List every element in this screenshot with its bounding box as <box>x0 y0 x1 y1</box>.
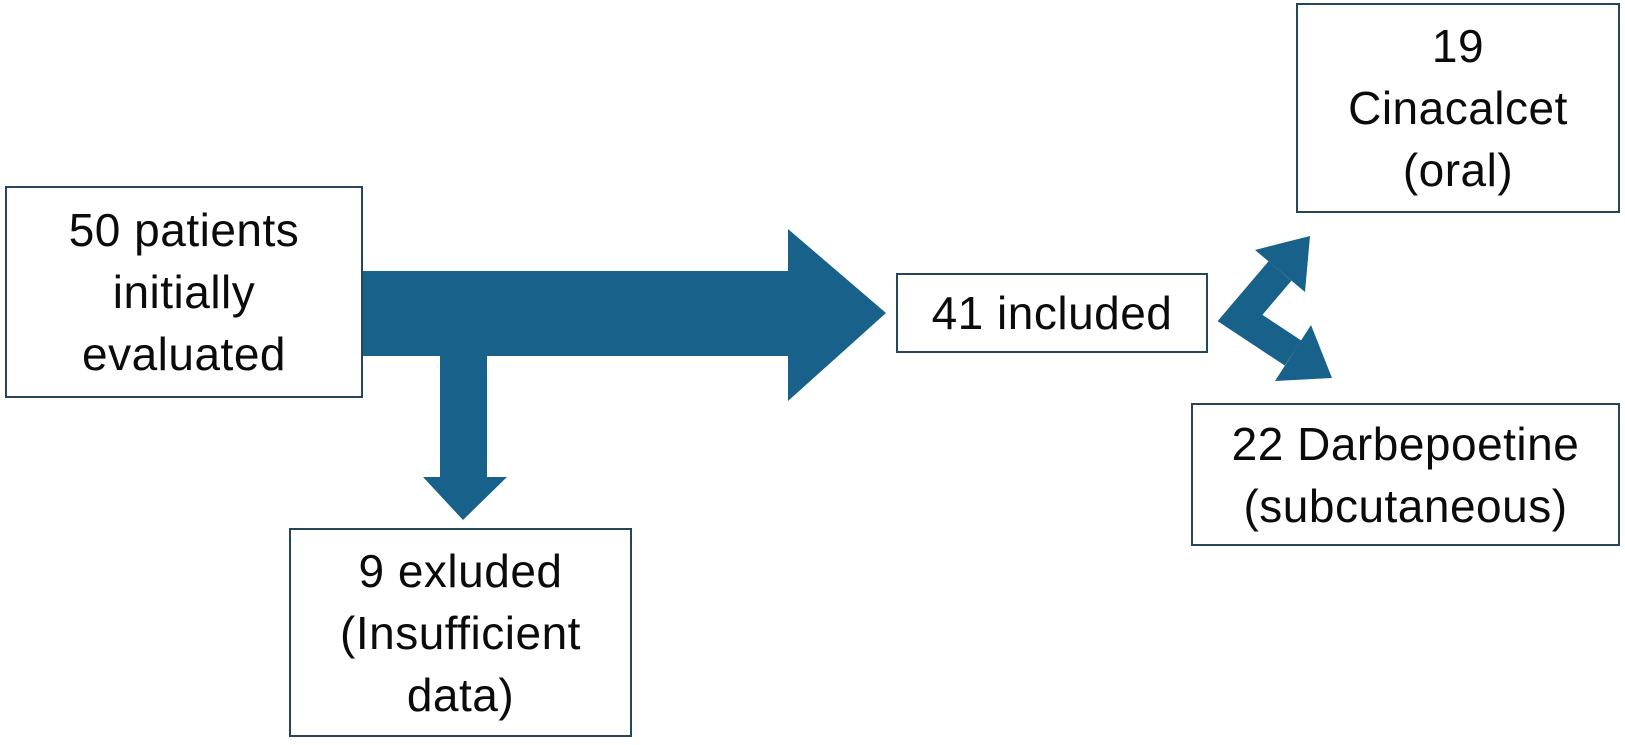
box-darbepoetine-subcutaneous: 22 Darbepoetine (subcutaneous) <box>1191 403 1620 546</box>
box-initial-patients: 50 patients initially evaluated <box>5 186 363 398</box>
right-arrow-icon <box>361 229 886 401</box>
box-darbepoetine-subcutaneous-text: 22 Darbepoetine (subcutaneous) <box>1231 417 1580 532</box>
box-cinacalcet-oral-text: 19 Cinacalcet (oral) <box>1348 20 1568 196</box>
box-cinacalcet-oral: 19 Cinacalcet (oral) <box>1296 3 1620 213</box>
split-arrow-upper-head <box>1255 236 1310 292</box>
box-included: 41 included <box>896 273 1208 353</box>
split-double-arrow-icon <box>1217 236 1332 381</box>
box-excluded-text: 9 exluded (Insufficient data) <box>340 544 581 721</box>
box-initial-patients-text: 50 patients initially evaluated <box>68 204 300 380</box>
down-arrow-icon <box>423 300 507 520</box>
box-included-text: 41 included <box>931 287 1173 339</box>
box-excluded: 9 exluded (Insufficient data) <box>289 528 632 737</box>
split-arrow-lower-head <box>1275 325 1332 381</box>
split-arrow-shaft <box>1217 261 1302 366</box>
